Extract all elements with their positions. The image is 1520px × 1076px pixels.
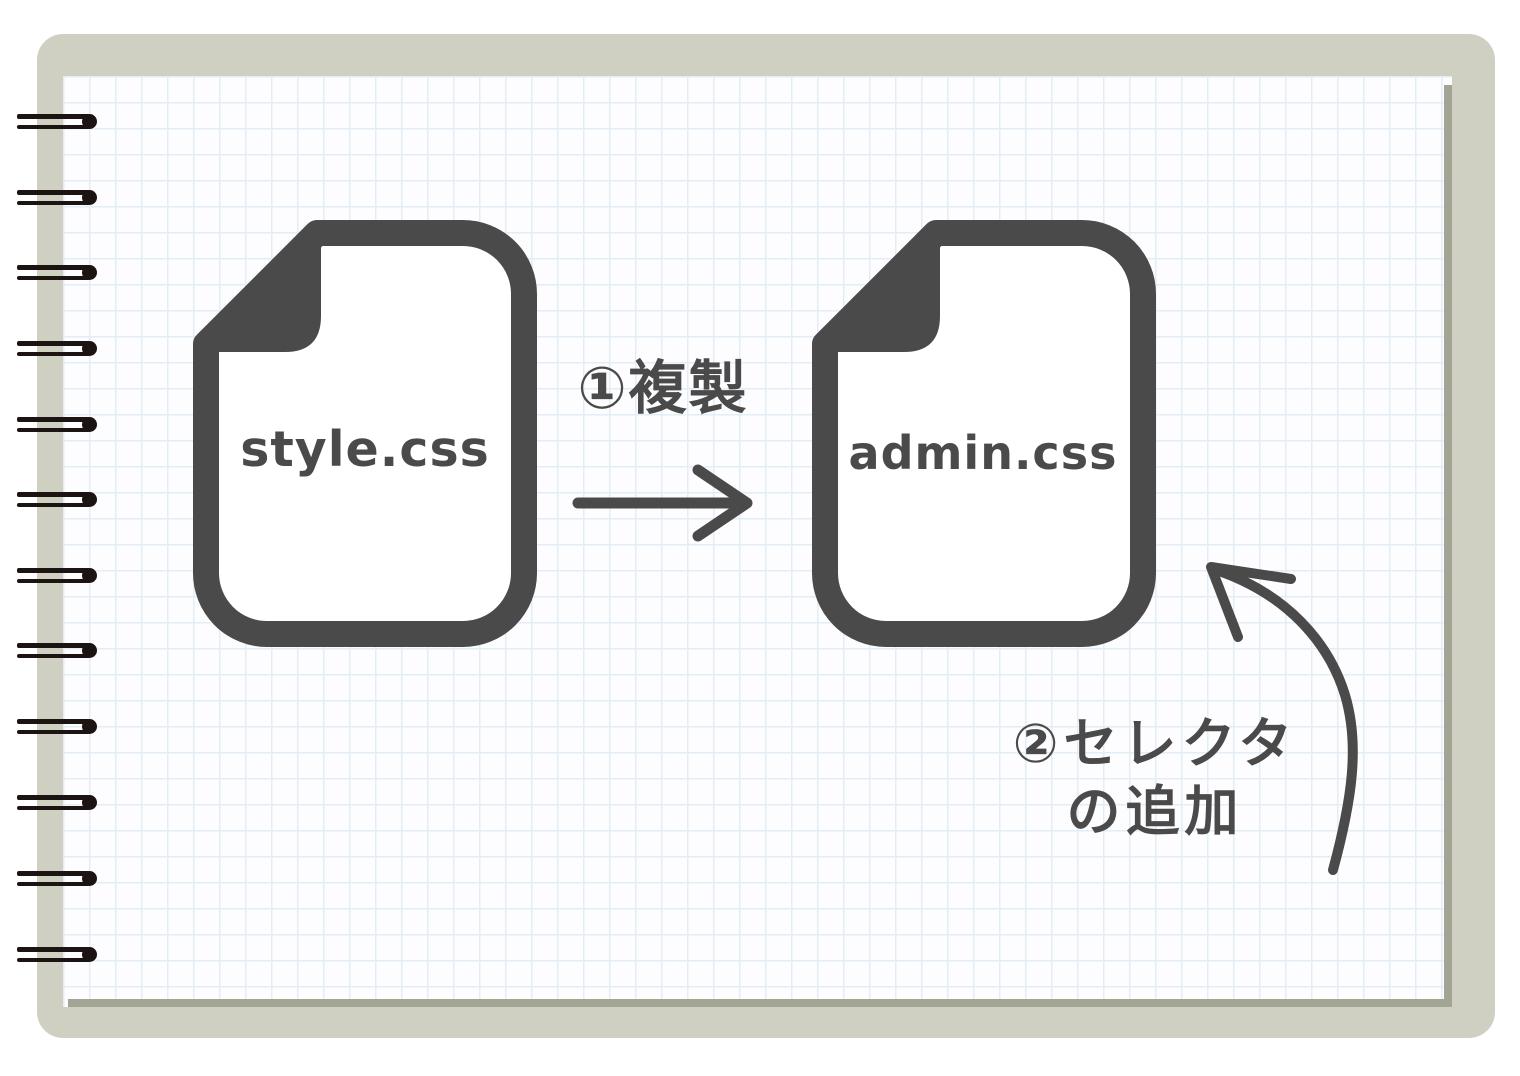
spiral-ring-icon [17, 190, 97, 205]
document-icon-source [193, 220, 537, 647]
source-file-name: style.css [240, 421, 490, 478]
page-shadow-bottom [68, 999, 1452, 1007]
step2-label-line2: の追加 [1066, 780, 1244, 843]
spiral-ring-icon [17, 643, 97, 658]
curved-arrow-up-icon [1206, 562, 1358, 875]
step2-label: ②セレクタ の追加 [985, 710, 1325, 846]
arrow-right-icon [572, 464, 753, 542]
spiral-ring-icon [17, 795, 97, 810]
spiral-ring-icon [17, 947, 97, 962]
spiral-ring-icon [17, 341, 97, 356]
spiral-ring-icon [17, 568, 97, 583]
step2-label-line1: ②セレクタ [1012, 712, 1298, 775]
spiral-ring-icon [17, 492, 97, 507]
spiral-ring-icon [17, 719, 97, 734]
spiral-ring-icon [17, 871, 97, 886]
spiral-ring-icon [17, 114, 97, 129]
target-file-name: admin.css [848, 426, 1118, 480]
step1-label: ①複製 [577, 354, 749, 422]
spiral-ring-icon [17, 265, 97, 280]
spiral-ring-icon [17, 417, 97, 432]
page-shadow-right [1444, 85, 1452, 1007]
document-icon-target [812, 220, 1156, 647]
